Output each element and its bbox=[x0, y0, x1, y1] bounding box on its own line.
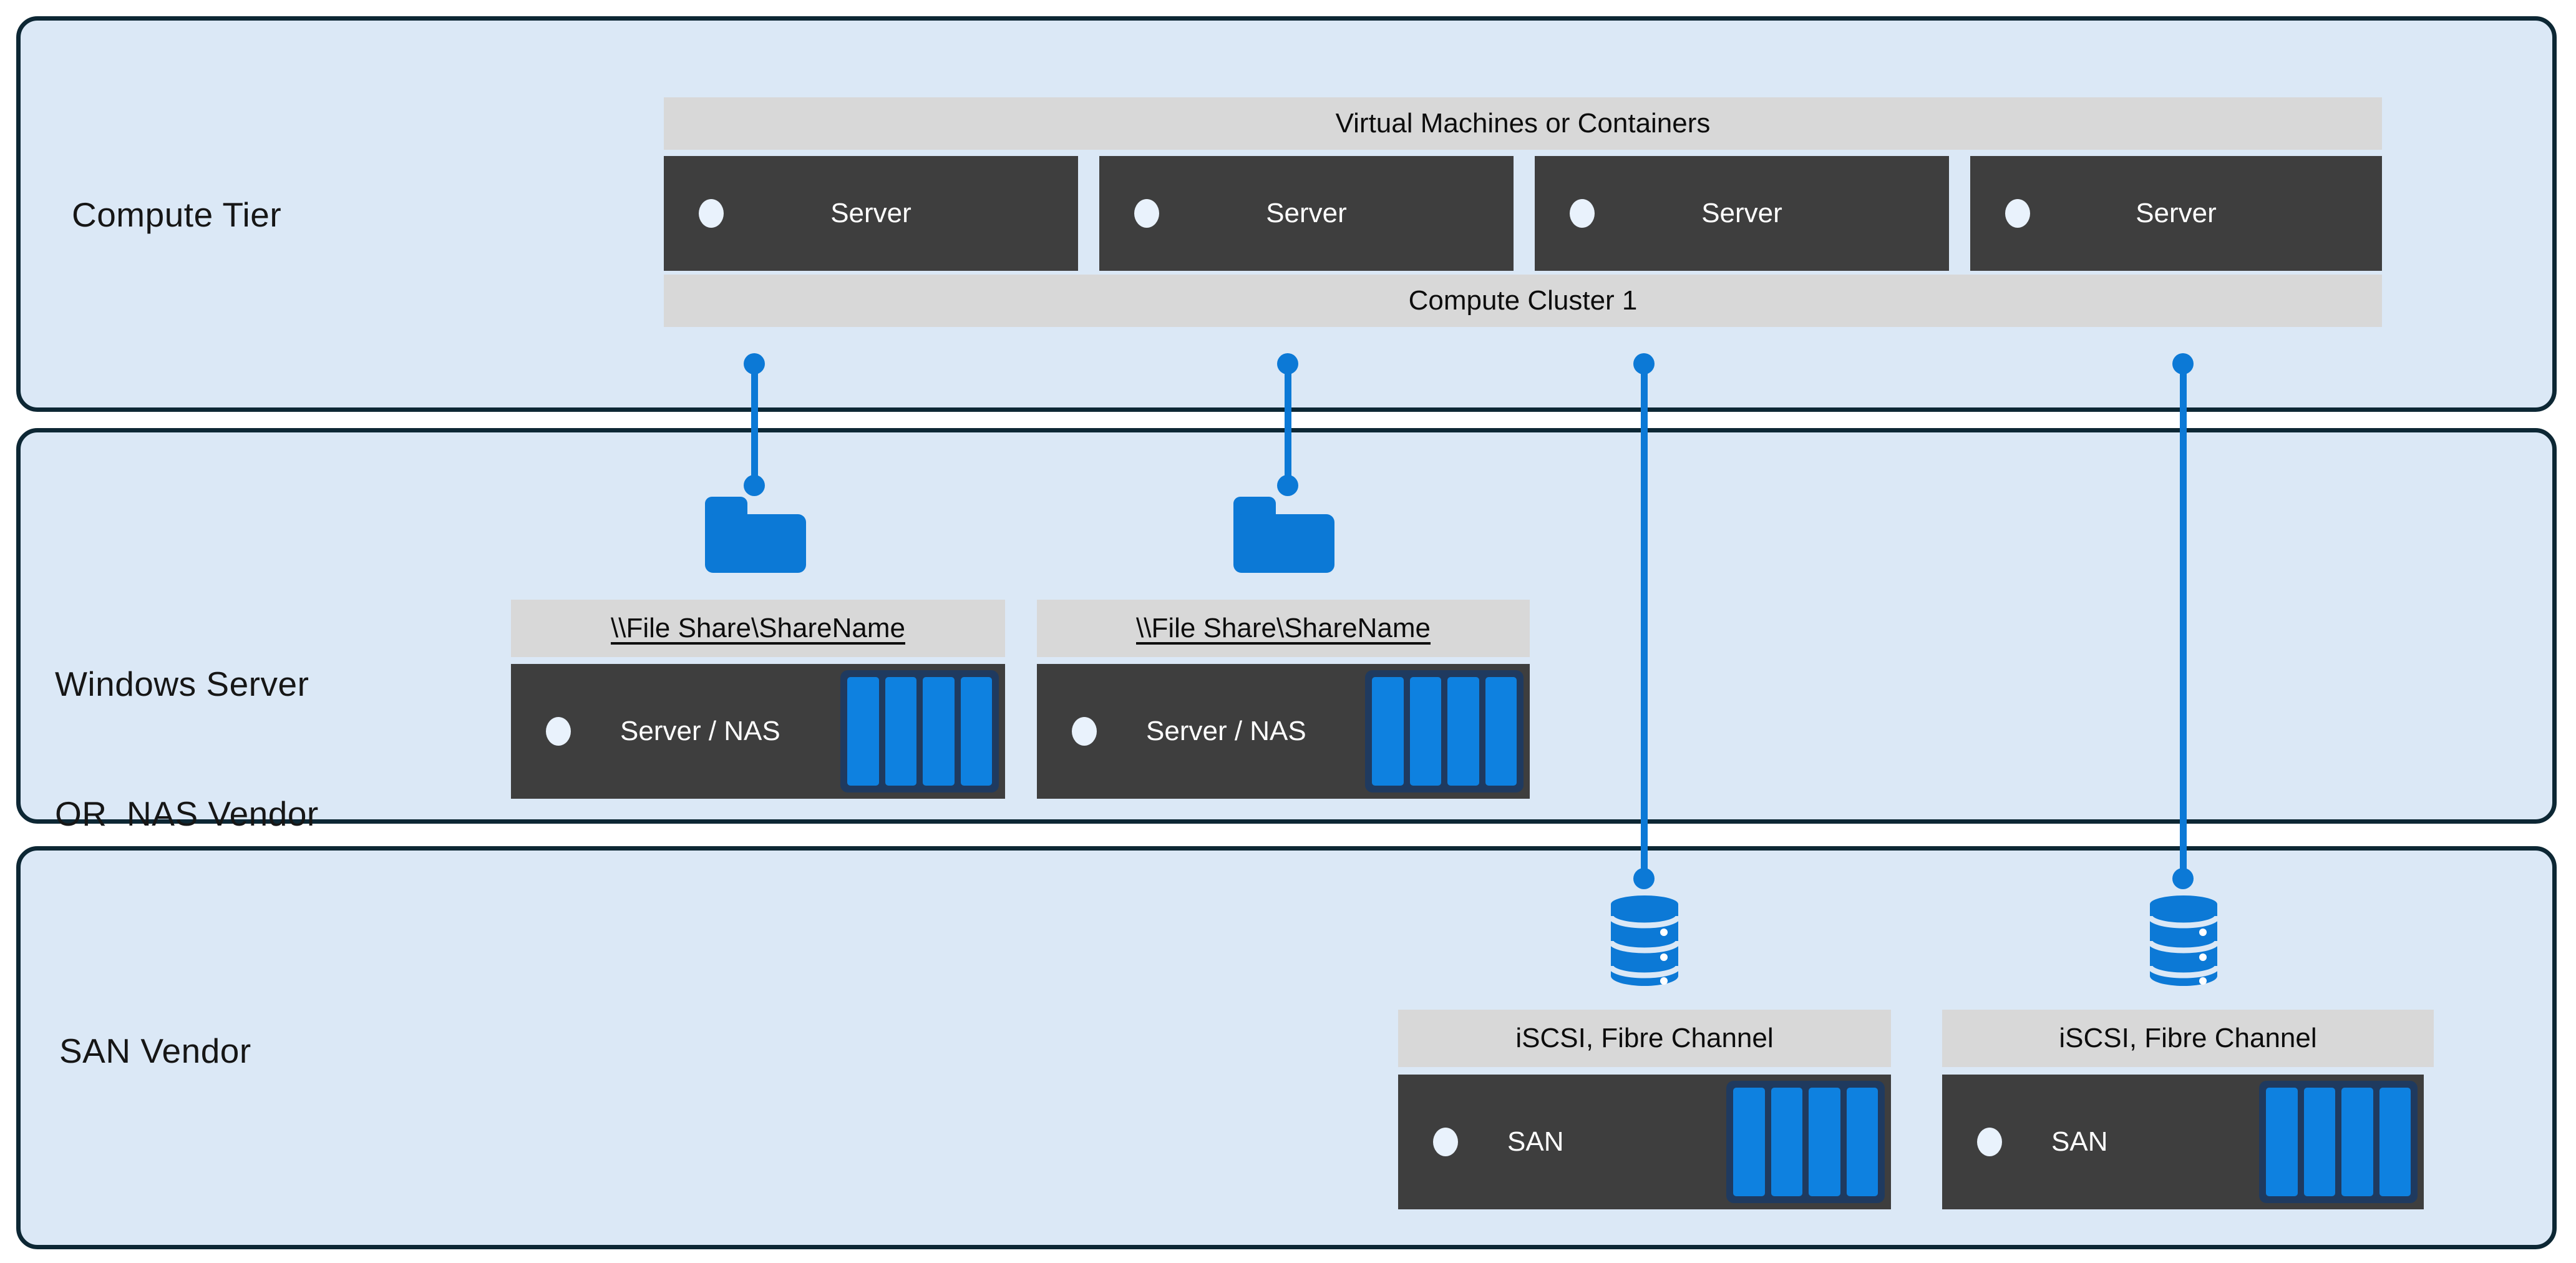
disk-array-icon bbox=[1726, 1081, 1885, 1203]
disk-icon bbox=[1733, 1088, 1765, 1196]
san-protocol-label: iSCSI, Fibre Channel bbox=[2059, 1023, 2317, 1053]
san-tier-label: SAN Vendor bbox=[59, 1031, 251, 1070]
disk-array-icon bbox=[1365, 670, 1524, 792]
connector-line bbox=[2180, 364, 2187, 879]
san-label: SAN bbox=[1507, 1126, 1564, 1157]
folder-icon bbox=[1232, 494, 1336, 574]
server-box-4: Server bbox=[1970, 156, 2382, 271]
led-icon bbox=[1977, 1128, 2002, 1156]
server-nas-box-1: Server / NAS bbox=[511, 664, 1005, 799]
connector-endpoint-dot bbox=[744, 475, 765, 496]
connector-endpoint-dot bbox=[744, 353, 765, 374]
connector-endpoint-dot bbox=[1633, 353, 1655, 374]
disk-icon bbox=[2379, 1088, 2411, 1196]
file-share-path: \\File Share\ShareName bbox=[1136, 613, 1431, 643]
server-box-1: Server bbox=[664, 156, 1078, 271]
server-label: Server bbox=[830, 198, 911, 228]
nas-tier-label-line1: Windows Server bbox=[55, 665, 309, 703]
connector-line bbox=[1641, 364, 1648, 879]
led-icon bbox=[1072, 717, 1097, 746]
server-label: Server bbox=[1266, 198, 1347, 228]
disk-array-icon bbox=[840, 670, 999, 792]
connector-line bbox=[1285, 364, 1291, 485]
file-share-path: \\File Share\ShareName bbox=[611, 613, 905, 643]
led-icon bbox=[2005, 199, 2030, 228]
san-box-1: SAN bbox=[1398, 1075, 1891, 1209]
disk-icon bbox=[1809, 1088, 1840, 1196]
server-label: Server bbox=[2136, 198, 2217, 228]
folder-icon bbox=[703, 494, 808, 574]
database-icon bbox=[1608, 895, 1681, 990]
connector-endpoint-dot bbox=[1277, 475, 1298, 496]
server-nas-box-2: Server / NAS bbox=[1037, 664, 1530, 799]
disk-icon bbox=[2303, 1088, 2335, 1196]
vm-containers-label: Virtual Machines or Containers bbox=[1335, 108, 1711, 139]
disk-icon bbox=[923, 677, 955, 786]
nas-tier-label: Windows Server OR NAS Vendor bbox=[55, 579, 319, 919]
led-icon bbox=[1134, 199, 1159, 228]
compute-cluster-bar: Compute Cluster 1 bbox=[664, 275, 2382, 327]
san-protocol-bar: iSCSI, Fibre Channel bbox=[1942, 1010, 2434, 1067]
connector-endpoint-dot bbox=[2172, 868, 2194, 889]
server-label: Server bbox=[1701, 198, 1782, 228]
connector-endpoint-dot bbox=[2172, 353, 2194, 374]
disk-array-icon bbox=[2259, 1081, 2418, 1203]
compute-cluster-label: Compute Cluster 1 bbox=[1408, 285, 1638, 316]
database-icon bbox=[2147, 895, 2220, 990]
disk-icon bbox=[1485, 677, 1517, 786]
disk-icon bbox=[1372, 677, 1404, 786]
san-box-2: SAN bbox=[1942, 1075, 2424, 1209]
file-share-path-bar: \\File Share\ShareName bbox=[511, 600, 1005, 657]
server-nas-label: Server / NAS bbox=[620, 716, 780, 746]
disk-icon bbox=[960, 677, 992, 786]
server-box-2: Server bbox=[1099, 156, 1514, 271]
disk-icon bbox=[847, 677, 879, 786]
nas-tier-label-line2: OR NAS Vendor bbox=[55, 794, 319, 833]
disk-icon bbox=[1846, 1088, 1878, 1196]
led-icon bbox=[546, 717, 571, 746]
led-icon bbox=[1433, 1128, 1458, 1156]
connector-endpoint-dot bbox=[1277, 353, 1298, 374]
san-protocol-label: iSCSI, Fibre Channel bbox=[1515, 1023, 1774, 1053]
connector-line bbox=[751, 364, 758, 485]
server-nas-label: Server / NAS bbox=[1146, 716, 1306, 746]
disk-icon bbox=[2266, 1088, 2298, 1196]
disk-icon bbox=[1447, 677, 1479, 786]
disk-icon bbox=[1409, 677, 1441, 786]
server-box-3: Server bbox=[1535, 156, 1949, 271]
file-share-path-bar: \\File Share\ShareName bbox=[1037, 600, 1530, 657]
disk-icon bbox=[1771, 1088, 1802, 1196]
disk-icon bbox=[2341, 1088, 2373, 1196]
led-icon bbox=[699, 199, 724, 228]
disk-icon bbox=[885, 677, 916, 786]
san-label: SAN bbox=[2051, 1126, 2108, 1157]
compute-tier-label: Compute Tier bbox=[72, 195, 282, 234]
san-protocol-bar: iSCSI, Fibre Channel bbox=[1398, 1010, 1891, 1067]
vm-containers-bar: Virtual Machines or Containers bbox=[664, 97, 2382, 150]
led-icon bbox=[1570, 199, 1595, 228]
connector-endpoint-dot bbox=[1633, 868, 1655, 889]
